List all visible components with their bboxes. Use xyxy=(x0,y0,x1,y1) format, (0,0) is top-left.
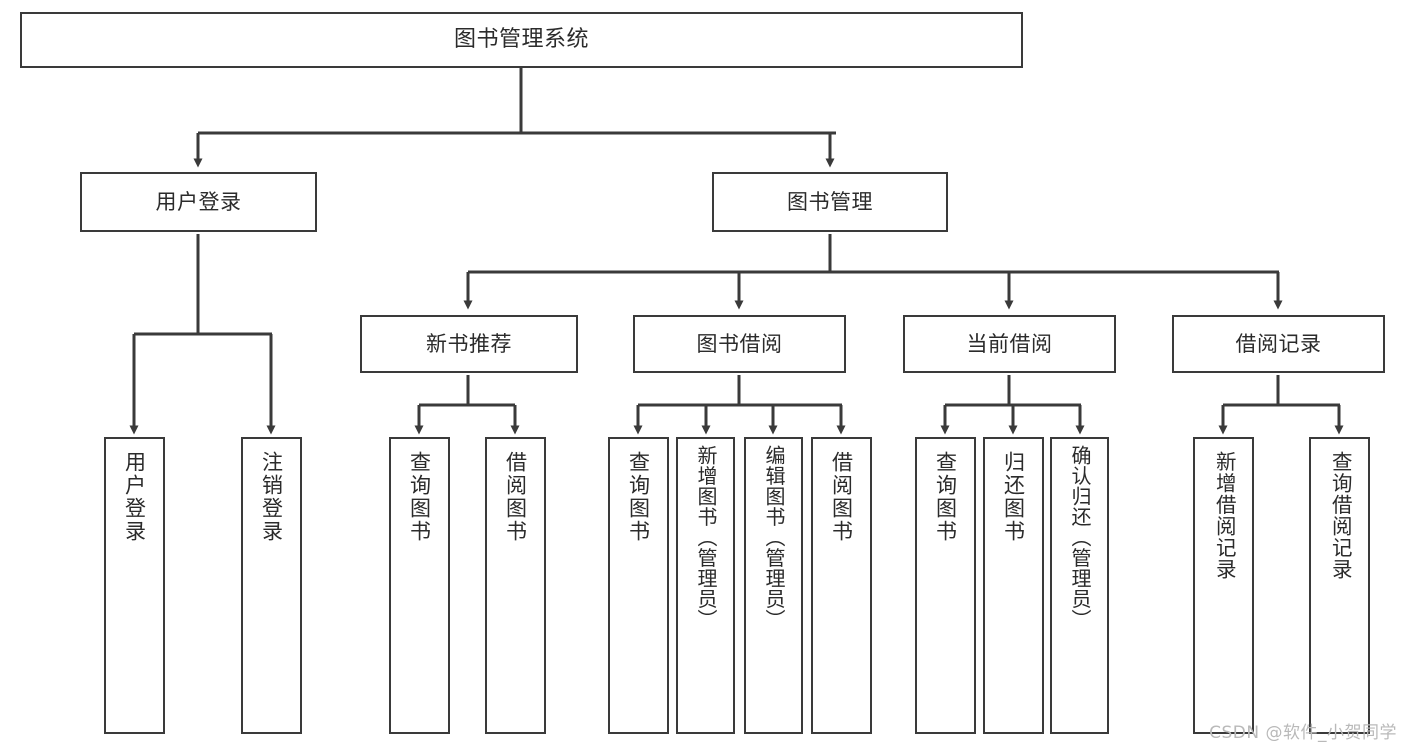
csdn-watermark: CSDN @软件_小贺同学 xyxy=(1209,723,1397,743)
leaf-add-book-label: 新增图书（管理员） xyxy=(694,445,718,630)
leaf-query-book-1-label: 查询图书 xyxy=(407,451,432,543)
leaf-borrow-book-2[interactable]: 借阅图书 xyxy=(811,437,872,734)
leaf-query-book-1[interactable]: 查询图书 xyxy=(389,437,450,734)
leaf-query-record-label: 查询借阅记录 xyxy=(1328,451,1353,580)
leaf-user-logout[interactable]: 注销登录 xyxy=(241,437,302,734)
leaf-add-book[interactable]: 新增图书（管理员） xyxy=(676,437,735,734)
leaf-user-login-label: 用户登录 xyxy=(122,451,147,543)
node-user-login-label: 用户登录 xyxy=(155,189,242,214)
leaf-add-record-label: 新增借阅记录 xyxy=(1212,451,1237,580)
node-root-label: 图书管理系统 xyxy=(453,27,589,53)
node-new-book-recommend[interactable]: 新书推荐 xyxy=(360,315,578,373)
leaf-query-book-2[interactable]: 查询图书 xyxy=(608,437,669,734)
node-book-management[interactable]: 图书管理 xyxy=(712,172,948,232)
node-new-book-recommend-label: 新书推荐 xyxy=(426,331,512,356)
node-root[interactable]: 图书管理系统 xyxy=(20,12,1023,68)
node-user-login[interactable]: 用户登录 xyxy=(80,172,317,232)
leaf-query-book-2-label: 查询图书 xyxy=(626,451,651,543)
node-current-borrow[interactable]: 当前借阅 xyxy=(903,315,1116,373)
node-current-borrow-label: 当前借阅 xyxy=(966,331,1053,356)
node-borrow-record[interactable]: 借阅记录 xyxy=(1172,315,1385,373)
leaf-confirm-return-label: 确认归还（管理员） xyxy=(1068,445,1092,630)
node-borrow-record-label: 借阅记录 xyxy=(1235,331,1322,356)
leaf-borrow-book-1-label: 借阅图书 xyxy=(503,451,528,543)
leaf-return-book[interactable]: 归还图书 xyxy=(983,437,1044,734)
leaf-borrow-book-2-label: 借阅图书 xyxy=(829,451,854,543)
leaf-confirm-return[interactable]: 确认归还（管理员） xyxy=(1050,437,1109,734)
leaf-edit-book[interactable]: 编辑图书（管理员） xyxy=(744,437,803,734)
node-book-borrow[interactable]: 图书借阅 xyxy=(633,315,846,373)
leaf-edit-book-label: 编辑图书（管理员） xyxy=(762,445,786,630)
node-book-management-label: 图书管理 xyxy=(787,189,873,214)
leaf-query-book-3[interactable]: 查询图书 xyxy=(915,437,976,734)
leaf-query-record[interactable]: 查询借阅记录 xyxy=(1309,437,1370,734)
leaf-user-logout-label: 注销登录 xyxy=(259,451,284,543)
leaf-query-book-3-label: 查询图书 xyxy=(933,451,958,543)
leaf-add-record[interactable]: 新增借阅记录 xyxy=(1193,437,1254,734)
leaf-borrow-book-1[interactable]: 借阅图书 xyxy=(485,437,546,734)
leaf-user-login[interactable]: 用户登录 xyxy=(104,437,165,734)
node-book-borrow-label: 图书借阅 xyxy=(696,331,783,356)
leaf-return-book-label: 归还图书 xyxy=(1001,451,1026,543)
